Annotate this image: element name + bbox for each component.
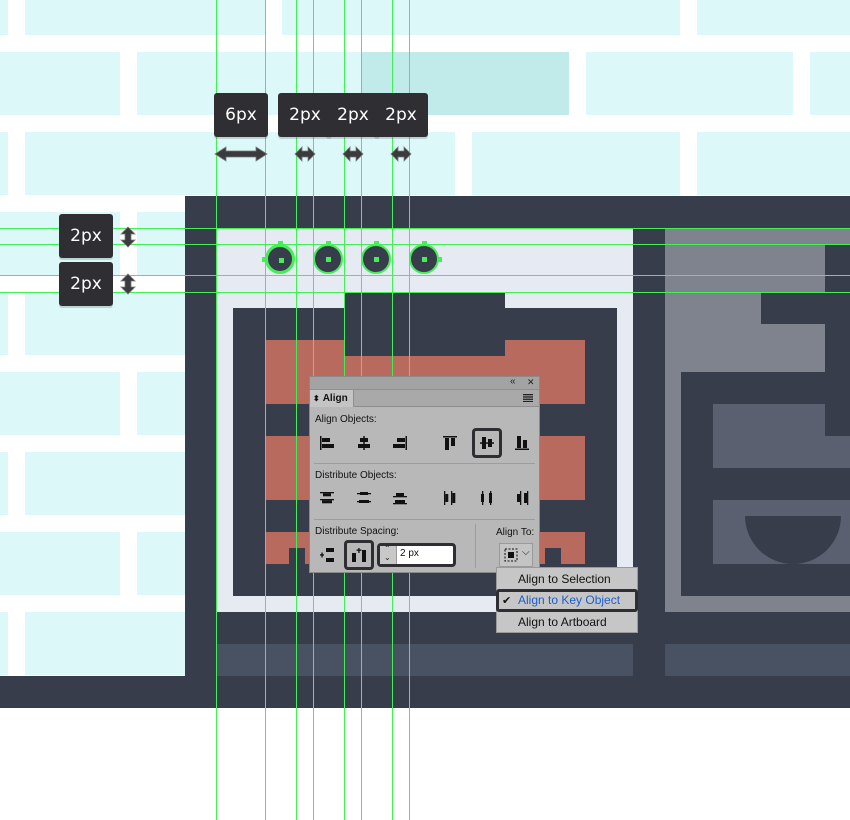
panel-titlebar[interactable]: « ✕: [310, 376, 539, 390]
menu-item-align-to-artboard[interactable]: Align to Artboard: [497, 612, 637, 632]
align-vertical-center-icon: [480, 437, 494, 449]
selection-handle: [422, 241, 427, 246]
collapse-panel-icon[interactable]: «: [510, 376, 516, 387]
align-right-icon: [393, 436, 407, 450]
measurement-label-2px: 2px: [374, 93, 428, 137]
double-arrow-horizontal-icon: [294, 146, 316, 162]
guide-line-horizontal: [0, 228, 850, 229]
measurement-label-2px: 2px: [278, 93, 332, 137]
horizontal-distribute-space-button[interactable]: [348, 544, 370, 566]
vertical-distribute-center-button[interactable]: [353, 487, 375, 509]
panel-vertical-divider: [475, 524, 476, 568]
align-to-dropdown[interactable]: ⌵: [499, 543, 533, 567]
selection-handle: [374, 241, 379, 246]
vertical-distribute-top-button[interactable]: [316, 487, 338, 509]
spacing-value-input[interactable]: 2 px: [400, 548, 419, 559]
guide-line-vertical: [296, 0, 297, 820]
highlight-align-to-key-object: [496, 589, 638, 612]
guide-line-horizontal: [0, 244, 850, 245]
align-objects-label: Align Objects:: [315, 414, 377, 425]
panel-tab-row: ⬍ Align: [310, 390, 539, 407]
measurement-label-2px: 2px: [59, 262, 113, 306]
selected-circle-3[interactable]: [361, 244, 391, 274]
stepper-down-icon[interactable]: ⌄: [384, 553, 391, 562]
horizontal-align-right-button[interactable]: [389, 432, 411, 454]
distribute-top-icon: [320, 492, 334, 504]
align-to-menu[interactable]: Align to Selection ✔ Align to Key Object…: [496, 567, 638, 633]
double-arrow-horizontal-icon: [342, 146, 364, 162]
vertical-align-top-button[interactable]: [439, 432, 461, 454]
vertical-align-bottom-button[interactable]: [511, 432, 533, 454]
tab-align[interactable]: ⬍ Align: [310, 390, 354, 407]
key-object-icon: [504, 548, 518, 562]
selection-handle: [262, 257, 267, 262]
measurement-label-2px: 2px: [59, 214, 113, 258]
guide-line-horizontal: [0, 275, 850, 276]
measurement-label-2px: 2px: [326, 93, 380, 137]
selected-circle-4[interactable]: [409, 244, 439, 274]
stepper-arrows[interactable]: ⌃ ⌄: [380, 544, 397, 564]
screen-notch: [345, 292, 505, 310]
distribute-space-horizontal-icon: [352, 548, 366, 562]
horizontal-distribute-left-button[interactable]: [439, 487, 461, 509]
panel-divider: [314, 463, 535, 464]
align-bottom-icon: [515, 436, 529, 450]
tab-align-label: Align: [322, 393, 348, 404]
menu-item-label: Align to Key Object: [518, 593, 621, 607]
close-panel-icon[interactable]: ✕: [527, 377, 535, 387]
menu-item-label: Align to Artboard: [518, 615, 607, 629]
horizontal-align-center-button[interactable]: [353, 432, 375, 454]
align-left-icon: [320, 436, 334, 450]
device-base-strip-right: [665, 644, 850, 676]
panel-divider: [314, 519, 535, 520]
double-arrow-vertical-icon: [120, 273, 136, 295]
distribute-objects-label: Distribute Objects:: [315, 470, 397, 481]
vertical-distribute-space-button[interactable]: [316, 544, 338, 566]
double-arrow-vertical-icon: [120, 226, 136, 248]
panel-menu-icon[interactable]: [523, 394, 533, 402]
selection-handle: [326, 241, 331, 246]
distribute-bottom-icon: [393, 493, 407, 505]
menu-item-label: Align to Selection: [518, 572, 611, 586]
distribute-vertical-center-icon: [357, 492, 371, 503]
selection-handle: [437, 257, 442, 262]
distribute-right-icon: [517, 491, 529, 505]
distribute-space-vertical-icon: [320, 548, 334, 562]
guide-line-horizontal: [0, 292, 850, 293]
align-to-label: Align To:: [496, 527, 535, 538]
horizontal-distribute-center-button[interactable]: [476, 487, 498, 509]
spacing-stepper[interactable]: ⌃ ⌄ 2 px: [377, 543, 456, 567]
horizontal-distribute-right-button[interactable]: [511, 487, 533, 509]
selected-circle-2[interactable]: [313, 244, 343, 274]
double-arrow-horizontal-icon: [390, 146, 412, 162]
selection-handle: [278, 241, 283, 246]
highlight-horizontal-distribute-space: [344, 540, 374, 570]
chevron-down-icon: ⌵: [522, 547, 530, 558]
distribute-left-icon: [444, 491, 456, 505]
tab-arrows-icon: ⬍: [313, 394, 320, 403]
distribute-horizontal-center-icon: [481, 491, 492, 505]
vertical-distribute-bottom-button[interactable]: [389, 487, 411, 509]
highlight-vertical-align-center: [472, 428, 502, 458]
align-center-icon: [358, 436, 370, 450]
stepper-up-icon[interactable]: ⌃: [384, 544, 391, 553]
menu-item-align-to-selection[interactable]: Align to Selection: [497, 569, 637, 589]
device-base-strip-left: [217, 644, 633, 676]
distribute-spacing-label: Distribute Spacing:: [315, 526, 399, 537]
measurement-label-6px: 6px: [214, 93, 268, 137]
double-arrow-horizontal-icon: [214, 146, 268, 162]
selected-circle-1[interactable]: [265, 244, 295, 274]
guide-line-vertical: [216, 0, 217, 820]
align-panel[interactable]: « ✕ ⬍ Align Align Objects: Distribute Ob…: [309, 376, 540, 573]
vertical-align-center-button[interactable]: [476, 432, 498, 454]
align-top-icon: [443, 436, 457, 450]
checkmark-icon: ✔: [502, 595, 512, 607]
horizontal-align-left-button[interactable]: [316, 432, 338, 454]
guide-line-vertical: [265, 0, 266, 820]
